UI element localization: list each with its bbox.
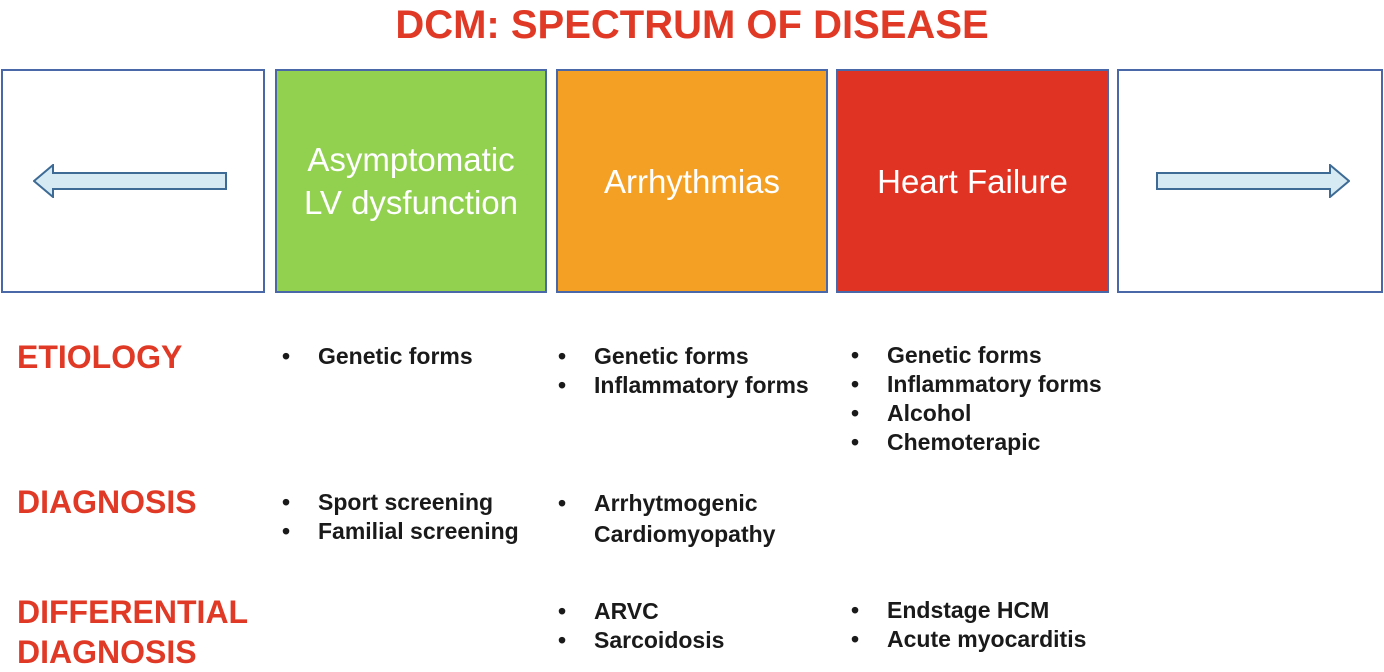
right-arrow-icon <box>1156 164 1350 198</box>
list-item: Endstage HCM <box>851 596 1086 625</box>
box-arrhythmias: Arrhythmias <box>556 69 828 293</box>
differential-col2-list: ARVC Sarcoidosis <box>558 597 724 655</box>
box-orange-label: Arrhythmias <box>603 162 781 200</box>
differential-col3-list: Endstage HCM Acute myocarditis <box>851 596 1086 654</box>
list-item: Acute myocarditis <box>851 625 1086 654</box>
list-item: Arrhytmogenic Cardiomyopathy <box>558 488 775 550</box>
etiology-label: ETIOLOGY <box>17 339 183 375</box>
left-arrow-box <box>1 69 265 293</box>
diagnosis-col1-list: Sport screening Familial screening <box>282 488 519 546</box>
diagram-title: DCM: SPECTRUM OF DISEASE <box>395 3 989 47</box>
list-item: Genetic forms <box>558 342 809 371</box>
right-arrow-box <box>1117 69 1383 293</box>
left-arrow-icon <box>33 164 227 198</box>
list-item: ARVC <box>558 597 724 626</box>
box-green-label: Asymptomatic LV dysfunction <box>303 141 519 221</box>
list-item: Sport screening <box>282 488 519 517</box>
etiology-col1-list: Genetic forms <box>282 342 473 371</box>
list-item: Chemoterapic <box>851 428 1102 457</box>
box-heart-failure: Heart Failure <box>836 69 1109 293</box>
list-item: Genetic forms <box>282 342 473 371</box>
list-item: Alcohol <box>851 399 1102 428</box>
list-item: Inflammatory forms <box>558 371 809 400</box>
list-item: Inflammatory forms <box>851 370 1102 399</box>
differential-diagnosis-label: DIFFERENTIAL DIAGNOSIS <box>17 594 249 670</box>
etiology-col2-list: Genetic forms Inflammatory forms <box>558 342 809 400</box>
list-item: Familial screening <box>282 517 519 546</box>
box-red-label: Heart Failure <box>877 162 1068 200</box>
list-item: Genetic forms <box>851 341 1102 370</box>
list-item: Sarcoidosis <box>558 626 724 655</box>
diagnosis-col2-list: Arrhytmogenic Cardiomyopathy <box>558 488 775 550</box>
diagnosis-label: DIAGNOSIS <box>17 484 197 520</box>
etiology-col3-list: Genetic forms Inflammatory forms Alcohol… <box>851 341 1102 457</box>
box-asymptomatic-lv-dysfunction: Asymptomatic LV dysfunction <box>275 69 547 293</box>
